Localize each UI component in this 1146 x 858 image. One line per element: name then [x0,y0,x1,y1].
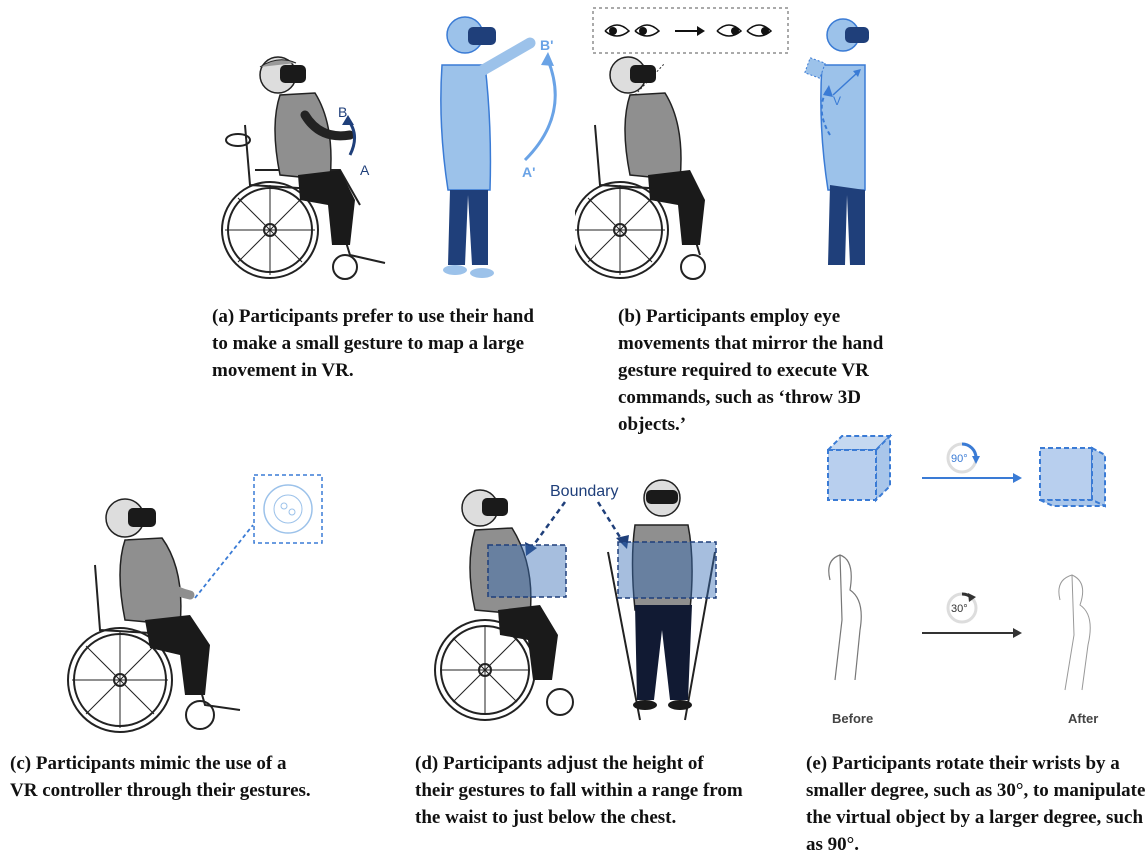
gesture-boundary-side [487,544,567,598]
seated-person [609,56,705,245]
thrown-cube [804,57,826,79]
label-b-prime: B' [540,37,553,53]
hand-before [828,554,862,681]
label-b: B [338,104,347,120]
caption-a: (a) Participants prefer to use their han… [212,306,534,381]
cube-after [1039,446,1106,508]
panel-c-illustration [67,474,323,733]
standing-person-blue [820,18,869,265]
panel-b-illustration: V [575,7,869,280]
gesture-boundary-front [617,541,717,599]
label-before: Before [832,711,873,726]
large-movement-arrow [523,59,557,162]
controller-callout [253,474,323,544]
label-boundary: Boundary [550,483,619,500]
caption-e: (e) Participants rotate their wrists by … [806,753,1146,855]
seated-person [105,498,210,695]
eye-movement-box [592,7,789,54]
hand-after [1058,574,1091,691]
label-velocity: V [833,94,841,108]
panel-d-illustration: Boundary [434,479,717,721]
caption-b: (b) Participants employ eye movements th… [618,306,884,435]
seated-person [259,56,355,245]
label-a-prime: A' [522,164,535,180]
label-small-angle: 30° [951,603,968,615]
label-after: After [1068,711,1098,726]
caption-d: (d) Participants adjust the height of th… [415,753,743,828]
panel-a-illustration: B A B' A' [221,16,557,280]
wheelchair [434,619,574,721]
label-a: A [360,162,370,178]
caption-c: (c) Participants mimic the use of a VR c… [10,753,311,801]
label-large-angle: 90° [951,453,968,465]
standing-person-blue [440,16,536,278]
seated-person-front [607,479,716,721]
seated-person-side [461,489,558,680]
cube-before [825,433,893,503]
panel-e-illustration: 90° 30° Before After [825,433,1106,726]
